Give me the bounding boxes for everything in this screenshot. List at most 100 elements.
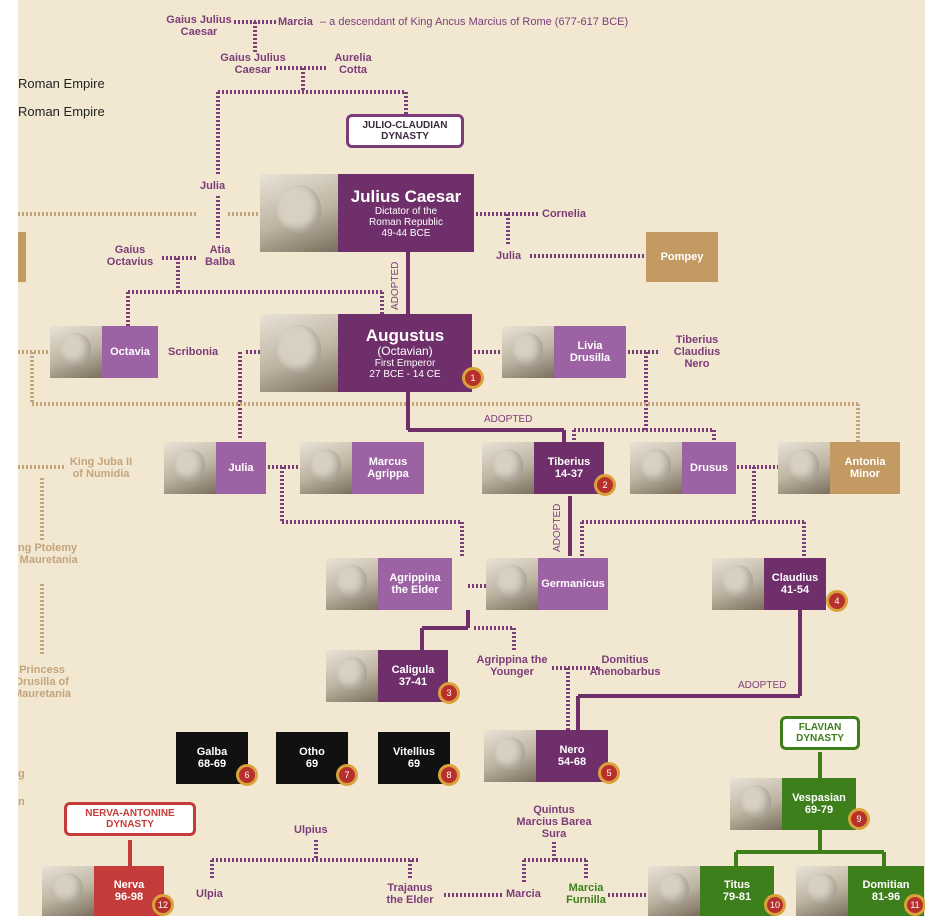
label-fragment-g: g [18,768,25,780]
label-king-ptolemy: King Ptolemy of Mauretania [18,542,78,566]
node-name: Tiberius [547,456,591,468]
label-julia-sister: Julia [200,180,226,192]
emperor-number-badge: 8 [438,764,460,786]
emperor-number-badge: 4 [826,590,848,612]
node-agrippina-elder[interactable]: Agrippina the Elder [326,558,452,610]
titus-portrait [648,866,700,916]
node-name: Nero [559,744,585,756]
label-cornelia: Cornelia [542,208,587,220]
label-gaius-julius-caesar-elder: Gaius Julius Caesar [166,14,232,38]
node-years: 27 BCE - 14 CE [369,369,441,380]
nerva-antonine-dynasty-label: NERVA-ANTONINE DYNASTY [64,802,196,836]
node-name: Vespasian [792,792,846,804]
caligula-portrait [326,650,378,702]
label-julia-caesar-daughter: Julia [496,250,522,262]
emperor-number-badge: 7 [336,764,358,786]
label-gaius-octavius: Gaius Octavius [106,244,154,268]
label-tiberius-claudius-nero: Tiberius Claudius Nero [673,334,721,370]
adopted-label-tiberius: ADOPTED [484,414,533,425]
label-trajanus-the-elder: Trajanus the Elder [386,882,434,906]
node-name: Galba [196,746,228,758]
vespasian-portrait [730,778,782,830]
germanicus-portrait [486,558,538,610]
livia-portrait [502,326,554,378]
augustus-portrait [260,314,338,392]
node-name: Julia [216,442,266,494]
domitian-portrait [796,866,848,916]
node-nerva[interactable]: Nerva 96-98 [42,866,164,916]
label-agrippina-younger: Agrippina the Younger [476,654,548,678]
emperor-number-badge: 3 [438,682,460,704]
label-fragment-n: n [18,796,25,808]
connector-lines [18,20,886,897]
node-nero[interactable]: Nero 54-68 [484,730,608,782]
node-desc: Roman Republic [369,217,443,228]
node-name: Pompey [646,232,718,282]
label-gaius-julius-caesar: Gaius Julius Caesar [220,52,286,76]
node-years: 69-79 [804,804,834,816]
node-name: Otho [299,746,325,758]
node-years: 81-96 [871,891,901,903]
node-titus[interactable]: Titus 79-81 [648,866,774,916]
node-years: 37-41 [398,676,428,688]
label-marcia-description: – a descendant of King Ancus Marcius of … [320,16,629,28]
node-name: Antonia Minor [830,442,900,494]
flavian-dynasty-label: FLAVIAN DYNASTY [780,716,860,750]
node-julius-caesar[interactable]: Julius Caesar Dictator of the Roman Repu… [260,174,474,252]
label-ulpius: Ulpius [294,824,328,836]
family-tree-canvas: Roman Empire Roman Empire JULIO-CLAUDIAN… [18,0,925,916]
emperor-number-badge: 10 [764,894,786,916]
node-name: Julius Caesar [350,187,462,206]
node-livia[interactable]: Livia Drusilla [502,326,626,378]
node-pompey[interactable]: Pompey [646,232,718,282]
legend-line-2: Roman Empire [18,104,105,119]
label-atia-balba: Atia Balba [205,244,235,268]
node-name: Domitian [862,879,910,891]
claudius-portrait [712,558,764,610]
node-name: Octavia [102,326,158,378]
node-years: 68-69 [197,758,227,770]
node-drusus[interactable]: Drusus [630,442,736,494]
emperor-number-badge: 2 [594,474,616,496]
node-marcus-agrippa[interactable]: Marcus Agrippa [300,442,424,494]
node-galba[interactable]: Galba 68-69 [176,732,248,784]
node-desc: Dictator of the [374,206,438,217]
node-years: 49-44 BCE [381,228,431,239]
node-octavia[interactable]: Octavia [50,326,158,378]
node-antonia-minor[interactable]: Antonia Minor [778,442,900,494]
legend-line-1: Roman Empire [18,76,105,91]
node-tiberius[interactable]: Tiberius 14-37 [482,442,604,494]
node-julia-daughter[interactable]: Julia [164,442,266,494]
label-marcia-bottom: Marcia [506,888,541,900]
node-otho[interactable]: Otho 69 [276,732,348,784]
node-name: Livia Drusilla [554,326,626,378]
node-name: Augustus [365,326,445,345]
node-caligula[interactable]: Caligula 37-41 [326,650,448,702]
node-augustus[interactable]: Augustus (Octavian) First Emperor 27 BCE… [260,314,472,392]
node-name: Drusus [682,442,736,494]
node-domitian[interactable]: Domitian 81-96 [796,866,924,916]
node-name: Vitellius [393,746,435,758]
emperor-number-badge: 11 [904,894,925,916]
node-germanicus[interactable]: Germanicus [486,558,608,610]
nero-portrait [484,730,536,782]
emperor-number-badge: 9 [848,808,870,830]
adopted-label-germanicus: ADOPTED [552,503,563,552]
pompey-offscreen-fragment [18,232,26,282]
label-marcia-top: Marcia [278,16,313,28]
node-years: 69 [407,758,421,770]
node-name: Nerva [113,879,145,891]
antonia-portrait [778,442,830,494]
julio-claudian-dynasty-label: JULIO-CLAUDIAN DYNASTY [346,114,464,148]
node-claudius[interactable]: Claudius 41-54 [712,558,826,610]
node-vespasian[interactable]: Vespasian 69-79 [730,778,856,830]
nerva-portrait [42,866,94,916]
label-scribonia: Scribonia [168,346,219,358]
agrippa-portrait [300,442,352,494]
label-quintus-marcius-barea-sura: Quintus Marcius Barea Sura [516,804,592,840]
node-name: Marcus Agrippa [352,442,424,494]
node-vitellius[interactable]: Vitellius 69 [378,732,450,784]
julia-portrait [164,442,216,494]
node-years: 79-81 [722,891,752,903]
octavia-portrait [50,326,102,378]
